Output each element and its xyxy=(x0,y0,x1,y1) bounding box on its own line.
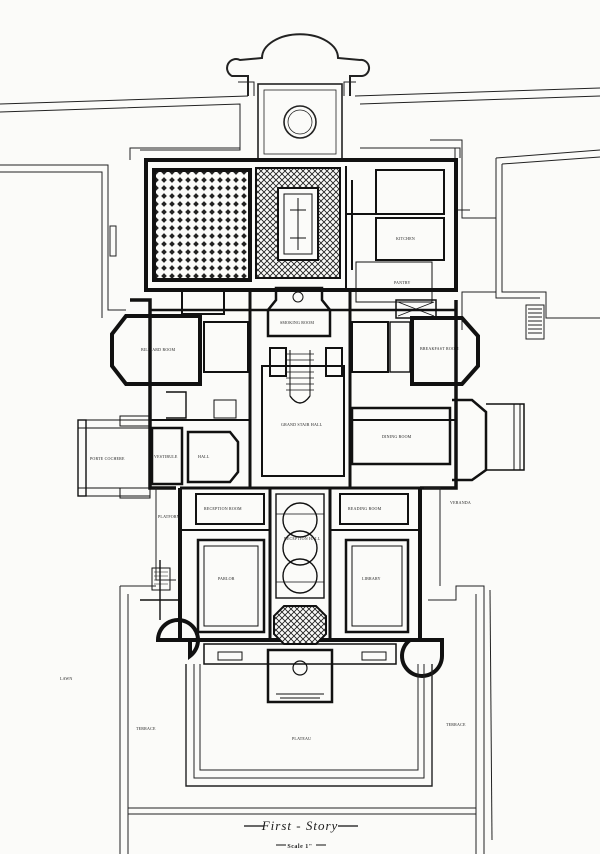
smoking-room-block xyxy=(266,286,332,338)
library-label: LIBRARY xyxy=(362,576,381,581)
main-walls xyxy=(130,158,458,642)
service-wing xyxy=(345,166,445,319)
reception-room-label: RECEPTION ROOM xyxy=(204,506,242,511)
kitchen-label: KITCHEN xyxy=(396,236,415,241)
grand-stair-hall-label: GRAND STAIR HALL xyxy=(281,422,323,427)
dining-room-label: DINING ROOM xyxy=(382,434,412,439)
site-lines-left xyxy=(0,95,249,318)
lawn-label: LAWN xyxy=(60,676,72,681)
breakfast-room-label: BREAKFAST ROOM xyxy=(420,346,459,351)
reading-room-label: READING ROOM xyxy=(348,506,382,511)
sheet-title: First - Story xyxy=(261,818,339,833)
tiled-court xyxy=(152,168,252,282)
dining-room-block xyxy=(350,398,525,482)
pantry-label: PANTRY xyxy=(394,280,411,285)
terraces xyxy=(119,487,493,854)
octagon-hall xyxy=(273,605,327,645)
front-rooms xyxy=(178,493,422,634)
rear-forecourt xyxy=(129,33,461,161)
front-porch xyxy=(203,643,397,704)
terrace-left-label: TERRACE xyxy=(136,726,156,731)
reception-hall-block xyxy=(275,493,325,599)
vestibule-label: VESTIBULE xyxy=(154,454,178,459)
porte-cochere-label: PORTE COCHERE xyxy=(90,456,125,461)
breakfast-bay xyxy=(351,316,480,386)
title-block: First - Story Scale 1" xyxy=(244,818,358,850)
conservatory xyxy=(255,167,341,279)
terrace-right-label: TERRACE xyxy=(446,722,466,727)
hall-label: HALL xyxy=(198,454,210,459)
veranda-label: VERANDA xyxy=(450,500,471,505)
room-labels: BILLIARD ROOM GRAND STAIR HALL VESTIBULE… xyxy=(60,236,471,741)
scale-label: Scale 1" xyxy=(287,844,312,850)
plateau-label: PLATEAU xyxy=(292,736,311,741)
platform-label: PLATFORM xyxy=(158,514,181,519)
parlor-label: PARLOR xyxy=(218,576,235,581)
vestibule-hall xyxy=(77,391,240,499)
reception-hall-label: RECEPTION HALL xyxy=(284,536,321,541)
billiard-bay xyxy=(110,289,249,386)
grand-stair-hall xyxy=(261,347,345,477)
billiard-room-label: BILLIARD ROOM xyxy=(141,347,176,352)
corner-towers xyxy=(140,560,444,678)
smoking-room-label: SMOKING ROOM xyxy=(280,320,314,325)
